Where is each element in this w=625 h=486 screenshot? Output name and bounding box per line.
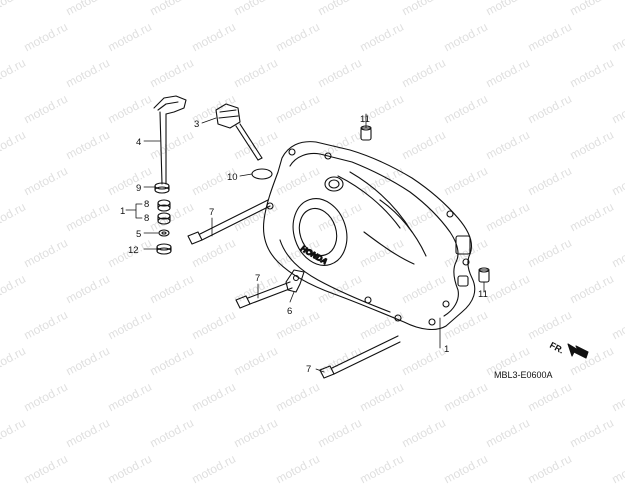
callout-8-b: 8 <box>144 213 149 224</box>
bolt-middle <box>235 281 293 309</box>
callout-11-upper: 11 <box>360 114 370 125</box>
callout-7-lower: 7 <box>306 364 311 375</box>
callout-7-upper: 7 <box>209 207 214 218</box>
o-ring <box>251 168 273 180</box>
callout-1-main: 1 <box>444 344 449 355</box>
shift-spindle <box>153 95 187 185</box>
callout-8-a: 8 <box>144 199 149 210</box>
front-direction-arrow <box>567 343 589 359</box>
bolt-lower <box>319 335 401 379</box>
callout-4: 4 <box>136 137 141 148</box>
callout-11-lower: 11 <box>478 289 488 300</box>
spindle-hardware <box>154 182 172 255</box>
diagram-code: MBL3-E0600A <box>494 370 553 380</box>
callout-3: 3 <box>194 119 199 130</box>
callout-labels: 4 3 10 9 1 8 8 5 12 7 7 6 7 11 11 1 <box>120 114 488 375</box>
callout-7-middle: 7 <box>255 273 260 284</box>
oil-filler-cap <box>215 103 263 161</box>
clutch-cover: HONDA <box>262 141 476 331</box>
callout-9: 9 <box>136 183 141 194</box>
callout-6: 6 <box>287 306 292 317</box>
dowel-pin-lower <box>478 267 490 283</box>
callout-1-left: 1 <box>120 206 125 217</box>
leader-lines <box>125 113 485 373</box>
direction-label: FR. <box>548 340 565 356</box>
callout-5: 5 <box>136 229 141 240</box>
parts-diagram: HONDA <box>120 95 589 380</box>
callout-10: 10 <box>227 172 238 183</box>
callout-12: 12 <box>128 245 139 256</box>
bolt-upper <box>187 199 271 245</box>
bracket <box>285 269 305 293</box>
